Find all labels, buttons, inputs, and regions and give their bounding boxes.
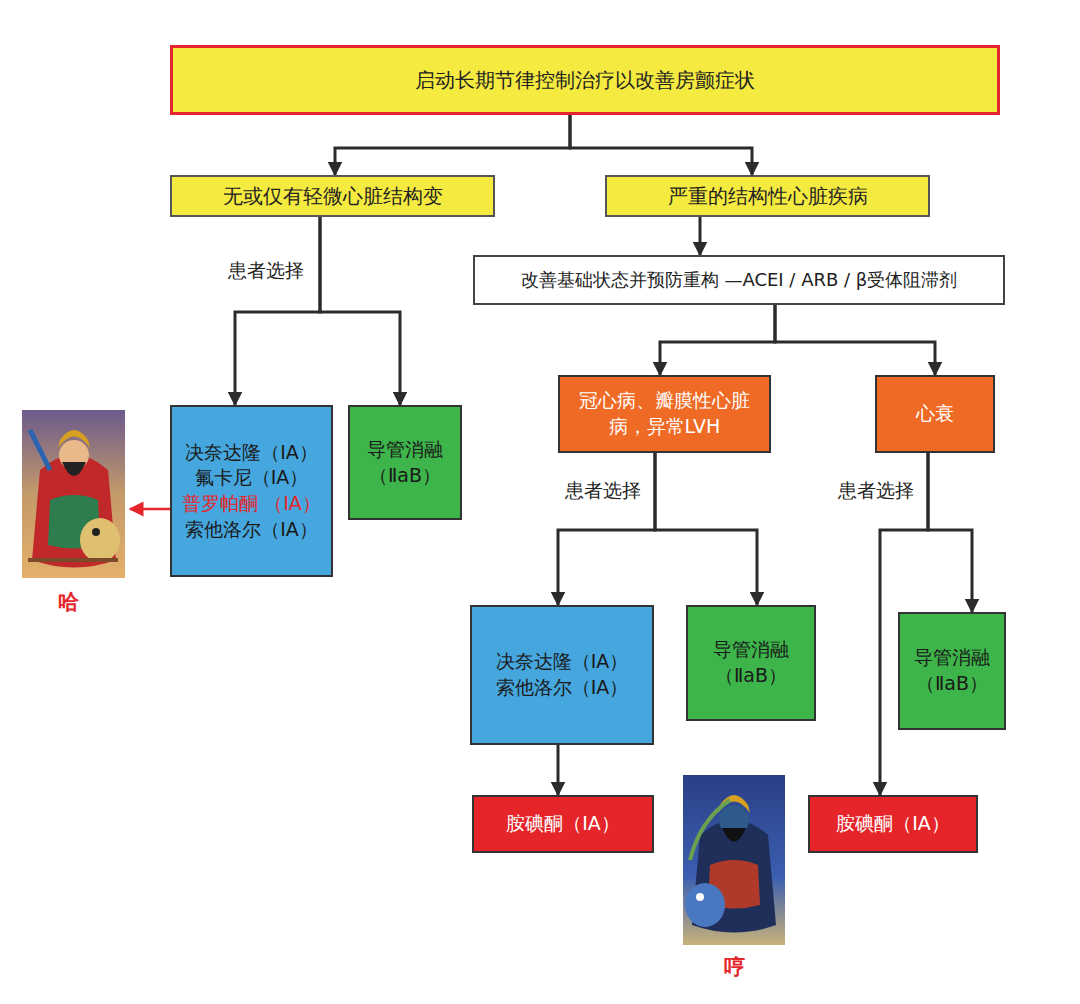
door-god-right [683,775,785,945]
node-text: 索他洛尔（ⅠA） [185,517,318,543]
condition-box: 无或仅有轻微心脏结构变 [170,175,495,217]
ablation-box: 导管消融（ⅡaB） [686,605,816,721]
node-text: 改善基础状态并预防重构 —ACEI / ARB / β受体阻滞剂 [521,268,958,292]
node-text: 胺碘酮（ⅠA） [506,811,620,837]
drug-box: 决奈达隆（ⅠA）氟卡尼（ⅠA）普罗帕酮 （ⅠA）索他洛尔（ⅠA） [170,405,333,577]
node-text: 胺碘酮（ⅠA） [836,811,950,837]
node-text: 决奈达隆（ⅠA） [185,440,318,466]
node-text: 严重的结构性心脏疾病 [668,183,868,210]
ablation-box: 导管消融（ⅡaB） [898,612,1006,730]
disease-box: 心衰 [875,375,995,453]
condition-box: 严重的结构性心脏疾病 [605,175,930,217]
node-text: 无或仅有轻微心脏结构变 [223,183,443,210]
node-text: 导管消融（ⅡaB） [358,437,452,488]
drug-box: 胺碘酮（ⅠA） [472,795,654,853]
start-box: 启动长期节律控制治疗以改善房颤症状 [170,45,1000,115]
disease-box: 冠心病、瓣膜性心脏病，异常LVH [558,375,771,453]
connector-arrow [570,115,752,175]
therapy-box: 改善基础状态并预防重构 —ACEI / ARB / β受体阻滞剂 [473,255,1005,305]
connector-arrow [660,305,775,375]
node-text: 心衰 [916,401,954,427]
node-text: 冠心病、瓣膜性心脏病，异常LVH [568,388,761,439]
connector-arrow [235,217,320,405]
annotation-label: 患者选择 [228,258,304,284]
annotation-label: 患者选择 [565,478,641,504]
node-text: 普罗帕酮 （ⅠA） [182,491,321,517]
node-text: 启动长期节律控制治疗以改善房颤症状 [415,67,755,94]
node-text: 氟卡尼（ⅠA） [195,465,309,491]
ablation-box: 导管消融（ⅡaB） [348,405,462,520]
connector-arrow [928,453,972,612]
connector-arrow [775,305,935,375]
figure-caption: 哼 [724,953,745,981]
figure-caption: 哈 [58,588,79,616]
node-text: 索他洛尔（ⅠA） [496,675,629,701]
connector-arrow [557,745,560,795]
drug-box: 决奈达隆（ⅠA）索他洛尔（ⅠA） [470,605,654,745]
door-god-left [22,410,125,578]
connector-arrow [655,453,757,605]
node-text: 导管消融（ⅡaB） [696,637,806,688]
node-text: 导管消融（ⅡaB） [908,645,996,696]
node-text: 决奈达隆（ⅠA） [496,649,629,675]
connector-arrow [335,115,570,175]
connector-arrow [699,217,702,255]
leader-arrow [130,508,170,511]
annotation-label: 患者选择 [838,478,914,504]
drug-box: 胺碘酮（ⅠA） [808,795,978,853]
connector-arrow [320,217,400,405]
connector-arrow [558,453,655,605]
